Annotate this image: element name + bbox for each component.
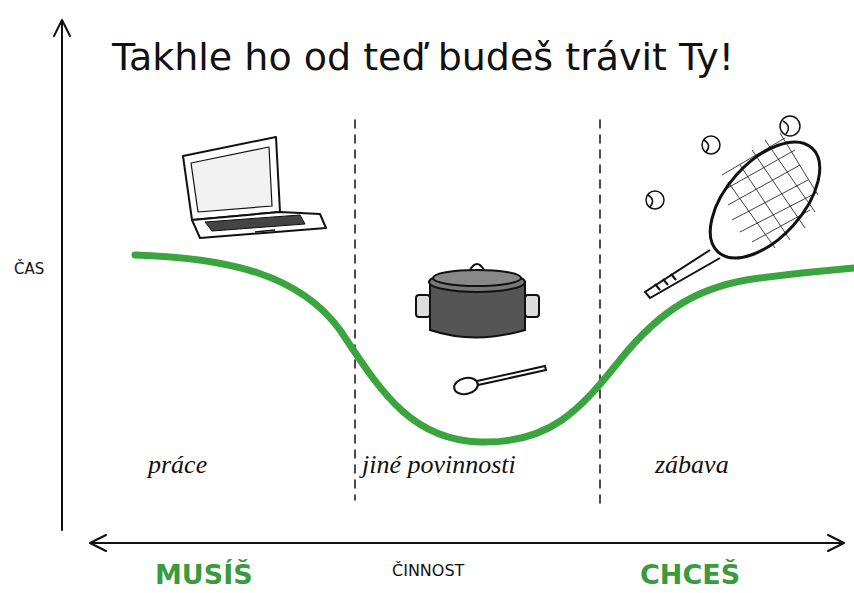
section-divider [599,120,601,505]
pot-drawing [416,264,539,338]
chart-title: Takhle ho od teď budeš trávit Ty! [112,38,734,76]
axis-label: ČINNOST [392,563,464,579]
section-divider [354,120,356,500]
axis-end-label: CHCEŠ [640,561,740,588]
section-label: zábava [655,452,729,478]
time-curve [135,255,854,442]
section-label: práce [148,452,207,478]
axis-label: ČAS [14,262,44,277]
laptop-drawing [183,137,326,238]
axis-end-label: MUSÍŠ [155,561,253,588]
spoon-drawing [453,366,546,396]
section-label: jiné povinnosti [362,452,516,478]
y-axis [54,20,70,530]
x-axis [90,535,844,551]
tennis-ball [646,116,800,209]
